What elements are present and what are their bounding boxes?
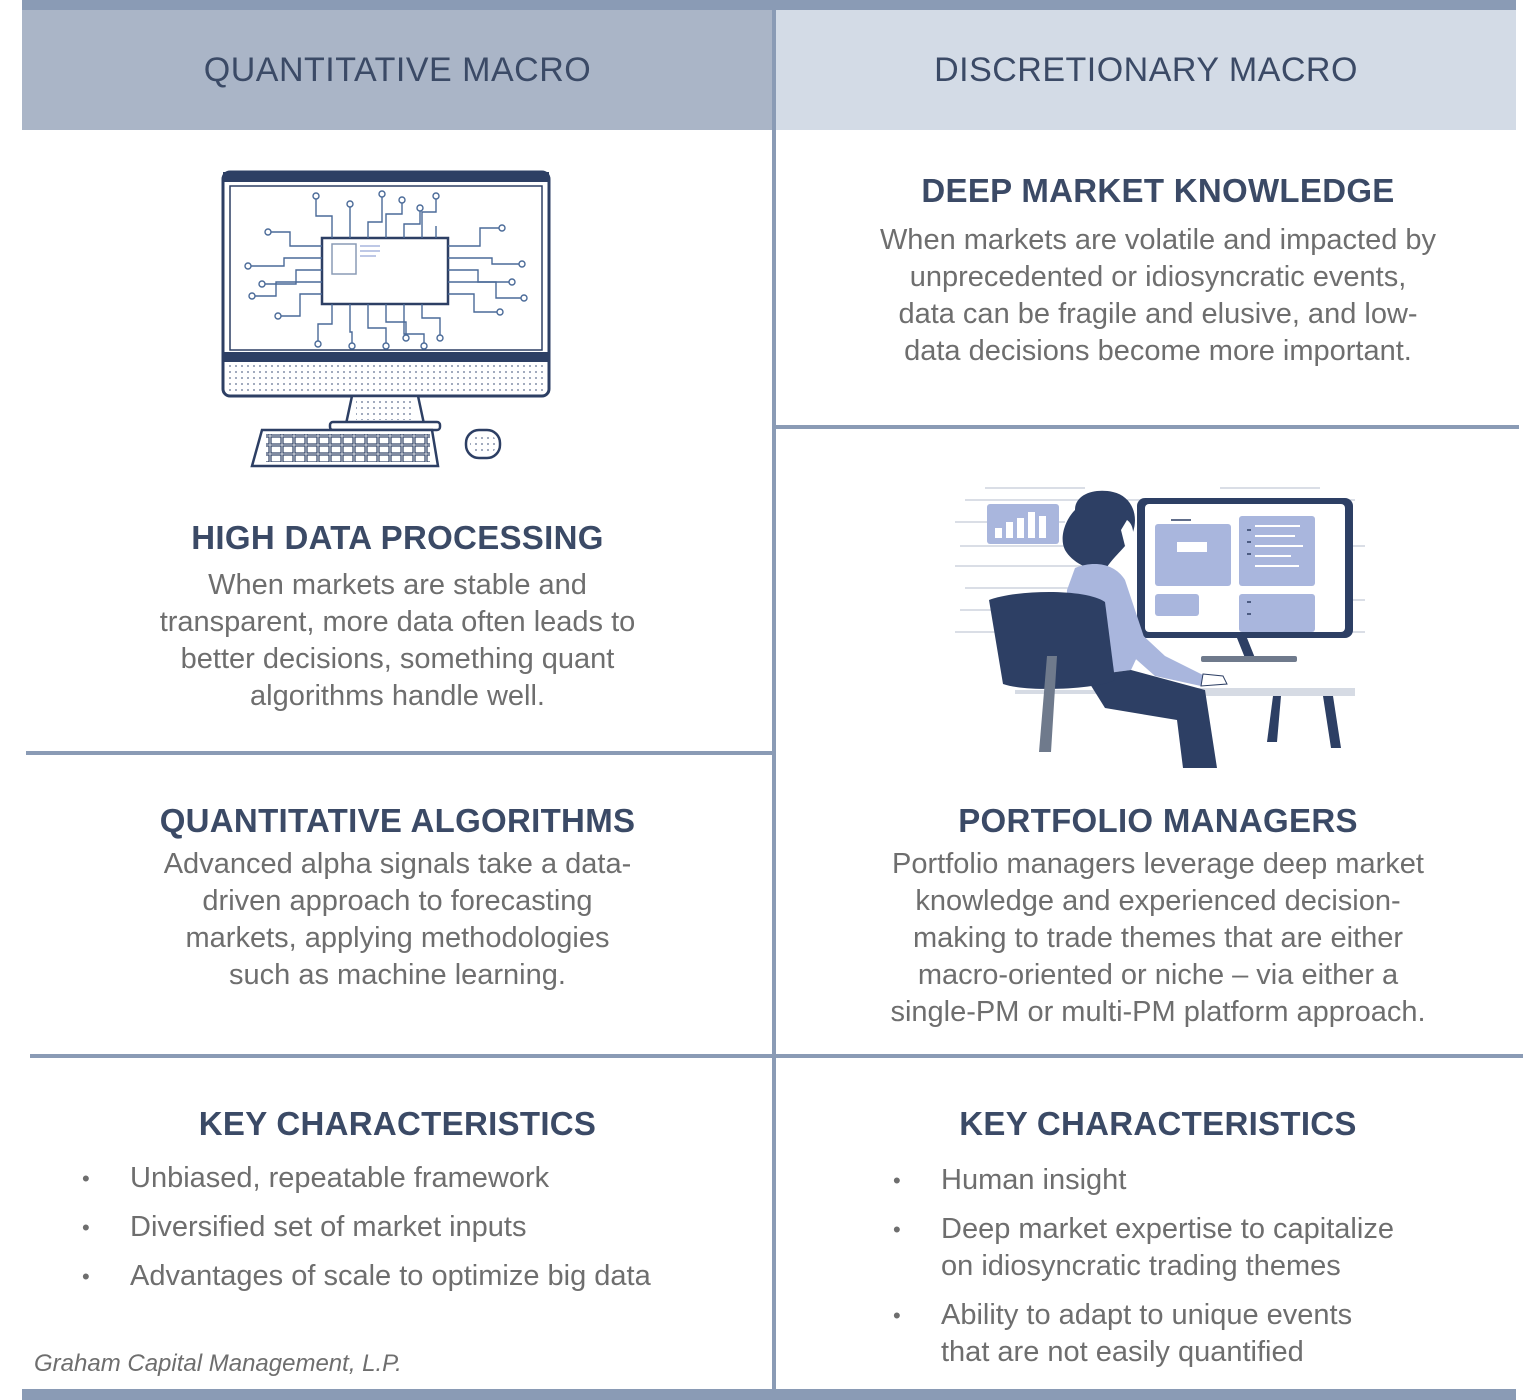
body-line: algorithms handle well.	[250, 680, 545, 712]
header-quantitative: QUANTITATIVE MACRO	[22, 10, 773, 130]
body-line: better decisions, something quant	[180, 643, 615, 675]
computer-chip-icon	[210, 166, 560, 471]
list-item-line: on idiosyncratic trading themes	[941, 1250, 1341, 1282]
body-line: making to trade themes that are either	[912, 922, 1404, 954]
bottom-border	[22, 1389, 1516, 1400]
list-item: Unbiased, repeatable framework	[82, 1160, 762, 1197]
header-discretionary: DISCRETIONARY MACRO	[776, 10, 1516, 130]
section-quantitative-algorithms: QUANTITATIVE ALGORITHMS Advanced alpha s…	[22, 802, 773, 994]
list-item-line: Deep market expertise to capitalize	[941, 1213, 1394, 1245]
list-item: Human insight	[893, 1162, 1513, 1199]
source-credit: Graham Capital Management, L.P.	[34, 1350, 402, 1377]
section-body: Portfolio managers leverage deep market …	[776, 846, 1536, 1031]
section-title: KEY CHARACTERISTICS	[959, 1105, 1357, 1142]
list-item: Advantages of scale to optimize big data	[82, 1258, 762, 1295]
section-title: KEY CHARACTERISTICS	[198, 1105, 597, 1142]
characteristics-list-quant: Unbiased, repeatable framework Diversifi…	[82, 1160, 762, 1307]
divider-right-1	[776, 425, 1519, 429]
section-title: HIGH DATA PROCESSING	[191, 519, 604, 556]
body-line: Portfolio managers leverage deep market	[892, 848, 1424, 880]
section-high-data-processing: HIGH DATA PROCESSING When markets are st…	[22, 519, 773, 715]
section-key-characteristics-quant: KEY CHARACTERISTICS	[22, 1105, 773, 1143]
list-item: Diversified set of market inputs	[82, 1209, 762, 1246]
divider-left-2	[30, 1054, 772, 1058]
center-divider	[772, 10, 776, 1390]
list-item: Deep market expertise to capitalize on id…	[893, 1211, 1513, 1285]
body-line: transparent, more data often leads to	[159, 606, 636, 638]
divider-right-2	[776, 1054, 1523, 1058]
section-key-characteristics-discretionary: KEY CHARACTERISTICS	[776, 1105, 1536, 1143]
list-item-line: Human insight	[941, 1164, 1127, 1196]
list-item-line: that are not easily quantified	[941, 1336, 1304, 1368]
body-line: markets, applying methodologies	[185, 922, 610, 954]
section-title: DEEP MARKET KNOWLEDGE	[921, 172, 1395, 209]
header-quantitative-label: QUANTITATIVE MACRO	[203, 50, 592, 89]
body-line: data can be fragile and elusive, and low…	[898, 298, 1418, 330]
body-line: macro-oriented or niche – via either a	[917, 959, 1399, 991]
section-title: PORTFOLIO MANAGERS	[958, 802, 1358, 839]
top-border	[22, 0, 1516, 10]
body-line: data decisions become more important.	[904, 335, 1412, 367]
body-line: such as machine learning.	[229, 959, 566, 991]
section-body: When markets are volatile and impacted b…	[776, 222, 1536, 370]
section-portfolio-managers: PORTFOLIO MANAGERS Portfolio managers le…	[776, 802, 1536, 1031]
section-body: When markets are stable and transparent,…	[22, 567, 773, 715]
body-line: knowledge and experienced decision-	[915, 885, 1401, 917]
list-item-line: Ability to adapt to unique events	[941, 1299, 1353, 1331]
divider-left-1	[26, 751, 772, 755]
section-body: Advanced alpha signals take a data- driv…	[22, 846, 773, 994]
body-line: When markets are stable and	[208, 569, 587, 601]
header-discretionary-label: DISCRETIONARY MACRO	[934, 50, 1358, 89]
trader-at-desk-icon	[955, 480, 1365, 772]
body-line: When markets are volatile and impacted b…	[879, 224, 1437, 256]
body-line: single-PM or multi-PM platform approach.	[890, 996, 1426, 1028]
characteristics-list-discretionary: Human insight Deep market expertise to c…	[893, 1162, 1513, 1383]
section-deep-market-knowledge: DEEP MARKET KNOWLEDGE When markets are v…	[776, 172, 1536, 370]
list-item: Ability to adapt to unique events that ar…	[893, 1297, 1513, 1371]
body-line: Advanced alpha signals take a data-	[163, 848, 632, 880]
body-line: driven approach to forecasting	[202, 885, 593, 917]
body-line: unprecedented or idiosyncratic events,	[909, 261, 1407, 293]
section-title: QUANTITATIVE ALGORITHMS	[159, 802, 636, 839]
